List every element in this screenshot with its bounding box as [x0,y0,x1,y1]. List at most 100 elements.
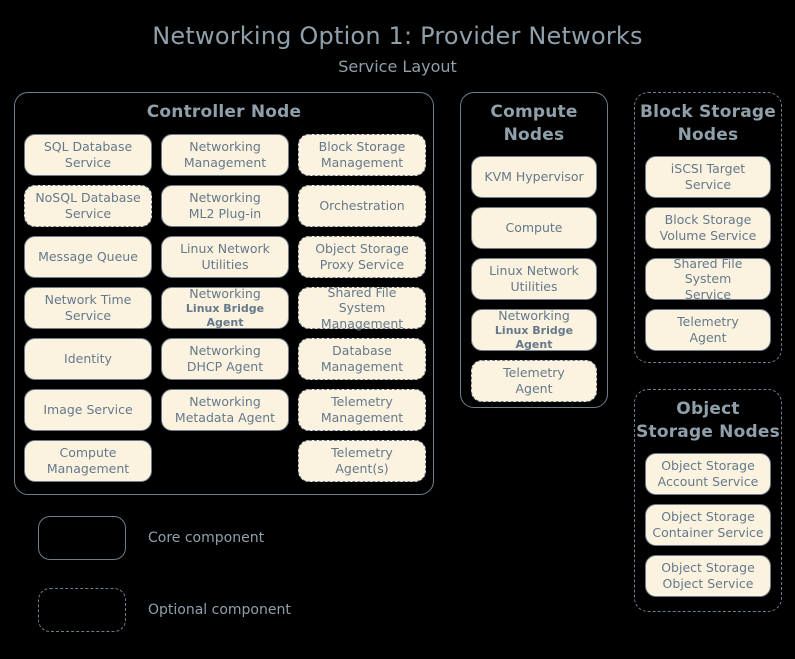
component-label-line2: Agent [689,330,727,345]
component-label-line1: Telemetry [331,394,393,410]
component-label-line2: Service [64,155,112,170]
component-label-line1: Networking [189,394,261,410]
component-label-line2: Management [320,359,404,374]
legend-swatch-optional [38,588,126,632]
component-label-line1: Compute [59,445,117,461]
component-label-line1: Network Time [44,292,132,308]
node-group-block-storage: Block Storage Nodes [634,92,782,363]
component-label-line1: SQL Database [43,139,133,155]
component-label-line1: Block Storage [664,212,752,228]
component-box[interactable]: Image Service [24,389,152,431]
component-label-line1: Object Storage [315,241,409,257]
component-label-line1: Orchestration [319,198,405,214]
component-label-line2: Service [684,177,732,192]
node-group-compute-title: Compute Nodes [461,93,607,147]
component-label-line1: Block Storage [318,139,406,155]
legend-label-optional: Optional component [148,602,291,618]
component-label-line2: Object Service [662,576,754,591]
legend: Core component Optional component [38,515,291,659]
component-label-line2: Linux Bridge Agent [494,324,574,351]
node-group-controller-title: Controller Node [146,102,302,122]
component-label-line2: Volume Service [659,228,757,243]
component-label-line1: Object Storage [661,458,755,474]
component-label-line2: Management [183,155,267,170]
component-label-line1: Networking [189,139,261,155]
node-group-compute-title-line2: Nodes [503,124,565,145]
component-label-line1: Linux Network [180,241,270,257]
component-box[interactable]: Identity [24,338,152,380]
component-label-line2: Account Service [657,474,759,489]
component-label-line1: Networking [189,286,261,302]
component-label-line2: Service [64,308,112,323]
node-group-block-storage-title-line2: Nodes [677,124,739,145]
component-label-line2: Proxy Service [319,257,405,272]
component-label-line2: Agent [515,381,553,396]
component-label-line2: Container Service [652,525,764,540]
component-label-line2: Management [320,155,404,170]
component-box[interactable]: Message Queue [24,236,152,278]
page-title: Networking Option 1: Provider Networks [152,22,643,50]
component-label-line1: Database [332,343,392,359]
component-label-line2: Utilities [510,279,558,294]
component-placeholder [161,440,289,482]
component-label-line1: Networking [498,308,570,324]
component-box[interactable]: KVM Hypervisor [471,156,597,198]
component-label-line1: Linux Network [489,263,579,279]
component-label-line1: Telemetry [677,314,739,330]
component-label-line2: Service [684,286,732,302]
legend-row-core: Core component [38,515,291,561]
component-box[interactable]: Orchestration [298,185,426,227]
component-label-line1: NoSQL Database [35,190,141,206]
node-group-object-storage-title-line1: Object [676,399,740,419]
node-group-object-storage-title: Object Storage Nodes [635,390,781,444]
component-label-line1: iSCSI Target [670,161,746,177]
component-label-line2: ML2 Plug-in [188,206,262,221]
component-label-line2: Utilities [201,257,249,272]
node-group-object-storage: Object Storage Nodes [634,389,782,612]
component-label-line2: Agent(s) [335,461,389,476]
component-label-line1: Shared File System [673,255,743,287]
component-label-line2: Management [320,315,404,331]
legend-label-core: Core component [148,530,265,546]
component-label-line1: Message Queue [38,249,138,265]
component-label-line1: Compute [505,220,563,236]
component-label-line1: Telemetry [331,445,393,461]
node-group-object-storage-title-line2: Storage Nodes [636,421,780,442]
component-box[interactable]: Compute [471,207,597,249]
node-group-compute: Compute Nodes [460,92,608,408]
component-label-line2: Service [64,206,112,221]
legend-swatch-core [38,516,126,560]
